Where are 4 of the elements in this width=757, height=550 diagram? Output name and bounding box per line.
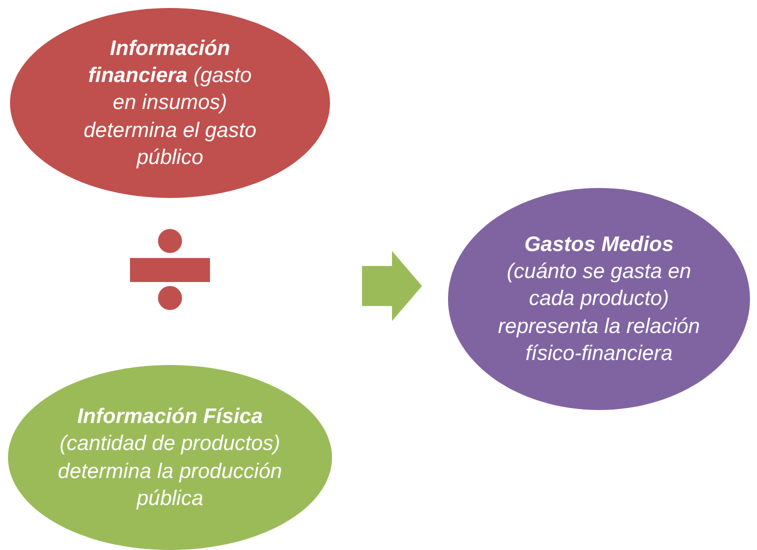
node-text: Información Física (cantidad de productos) determina la producción pública [56, 404, 284, 512]
block-arrow [362, 251, 422, 321]
node-text: Información financiera (gasto en insumos) determina el gasto público [82, 36, 258, 171]
node-text: Gastos Medios (cuánto se gasta en cada producto) representa la relación físico-financiera [498, 232, 700, 367]
